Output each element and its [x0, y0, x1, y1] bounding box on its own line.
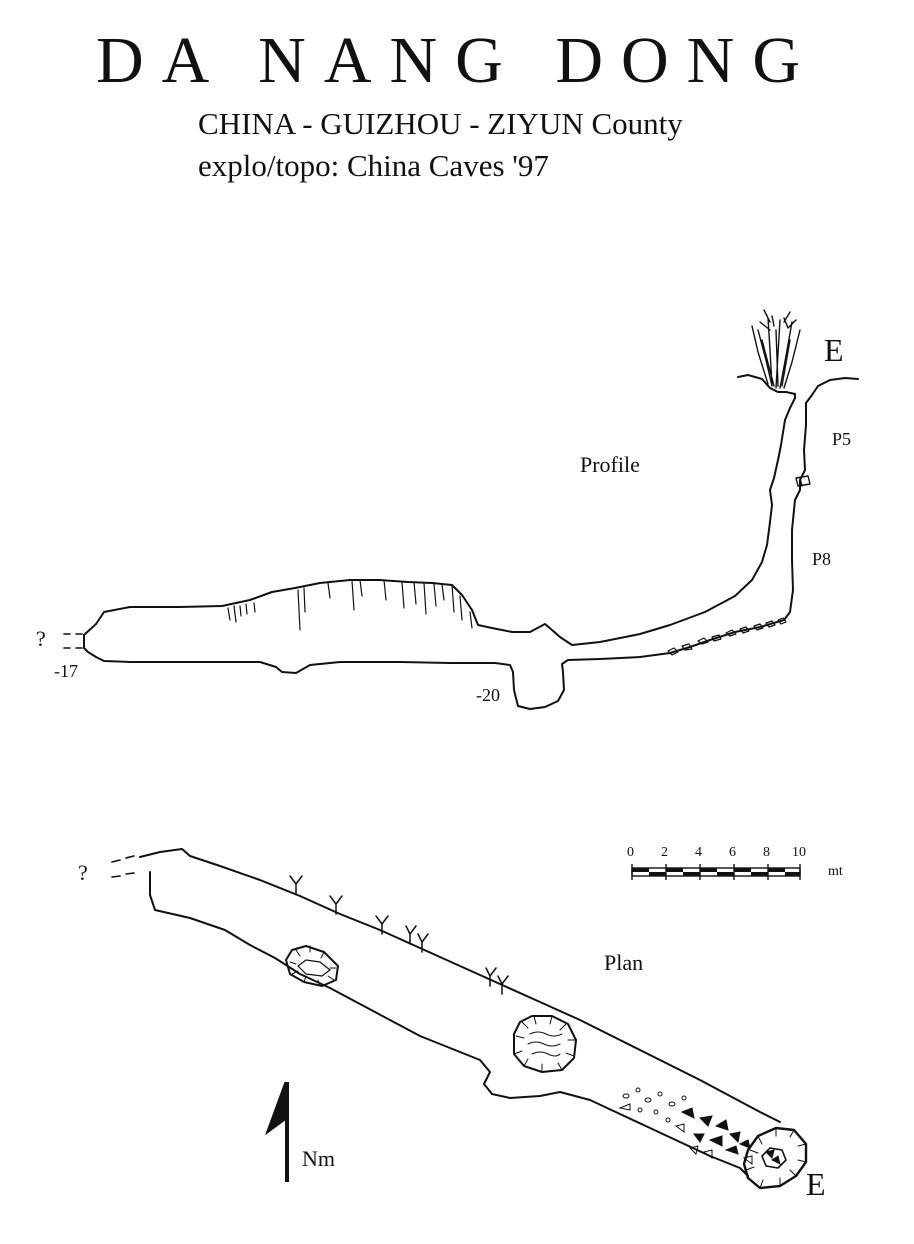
plan-block — [738, 1139, 751, 1149]
plan-upper-wall — [139, 848, 781, 1123]
profile-ledge — [795, 475, 811, 487]
profile-depth-left: -17 — [54, 661, 78, 681]
scale-tick-8: 8 — [763, 845, 770, 860]
north-label: Nm — [302, 1146, 335, 1171]
plan-block — [765, 1149, 775, 1159]
plan-pit-large — [513, 1015, 577, 1073]
plan-lower-wall — [149, 871, 749, 1177]
profile-unknown-label: ? — [36, 626, 46, 651]
scale-tick-4: 4 — [695, 845, 702, 860]
plan-block-outline — [618, 1103, 753, 1165]
plan-entrance-pit — [742, 1126, 808, 1190]
profile-ceiling — [83, 393, 796, 646]
plan-section-label: Plan — [604, 950, 644, 975]
scale-tick-0: 0 — [627, 845, 634, 860]
scale-tick-2: 2 — [661, 845, 668, 860]
plan-pebbles — [622, 1087, 687, 1123]
plan-pit-large-hachures — [513, 1015, 577, 1073]
profile-section-label: Profile — [580, 452, 640, 477]
plan-block — [708, 1135, 723, 1147]
scale-tick-6: 6 — [729, 845, 736, 860]
pitch-p8-label: P8 — [812, 549, 832, 569]
plan-block — [724, 1145, 739, 1155]
profile-shaft-wall — [83, 394, 813, 710]
credit-line: explo/topo: China Caves '97 — [198, 148, 549, 183]
plan-pit-small-hachures — [289, 945, 337, 987]
profile-depth-sump: -20 — [476, 685, 500, 705]
north-arrow — [264, 1081, 289, 1182]
plan-pit-small-inner — [297, 959, 331, 977]
profile-surface-left — [737, 374, 796, 395]
cave-title: DA NANG DONG — [96, 24, 818, 97]
plan-block — [728, 1131, 741, 1144]
plan-entrance-hachures — [745, 1127, 807, 1189]
profile-entrance-label: E — [824, 332, 844, 368]
plan-entrance-inner — [761, 1147, 787, 1169]
plan-block — [693, 1133, 705, 1143]
profile-boulders — [667, 617, 787, 656]
pitch-p5-label: P5 — [832, 429, 852, 449]
profile-stalactites — [227, 579, 473, 631]
location-line: CHINA - GUIZHOU - ZIYUN County — [198, 106, 683, 141]
scale-unit: mt — [828, 864, 843, 879]
scale-tick-10: 10 — [792, 845, 806, 860]
plan-pit-large-ripples — [527, 1031, 563, 1057]
plan-block — [680, 1107, 695, 1119]
entrance-vegetation — [751, 309, 801, 389]
profile-dashes — [63, 633, 83, 649]
scale-bar — [631, 864, 801, 880]
plan-entrance-label: E — [806, 1166, 826, 1202]
profile-surface-right — [811, 377, 859, 396]
plan-formation-symbols — [289, 875, 509, 995]
plan-pit-small — [285, 945, 339, 987]
plan-unknown-label: ? — [78, 860, 88, 885]
plan-block — [698, 1115, 713, 1127]
plan-dashes — [111, 855, 135, 878]
plan-block — [714, 1119, 729, 1131]
plan-block — [771, 1155, 781, 1165]
